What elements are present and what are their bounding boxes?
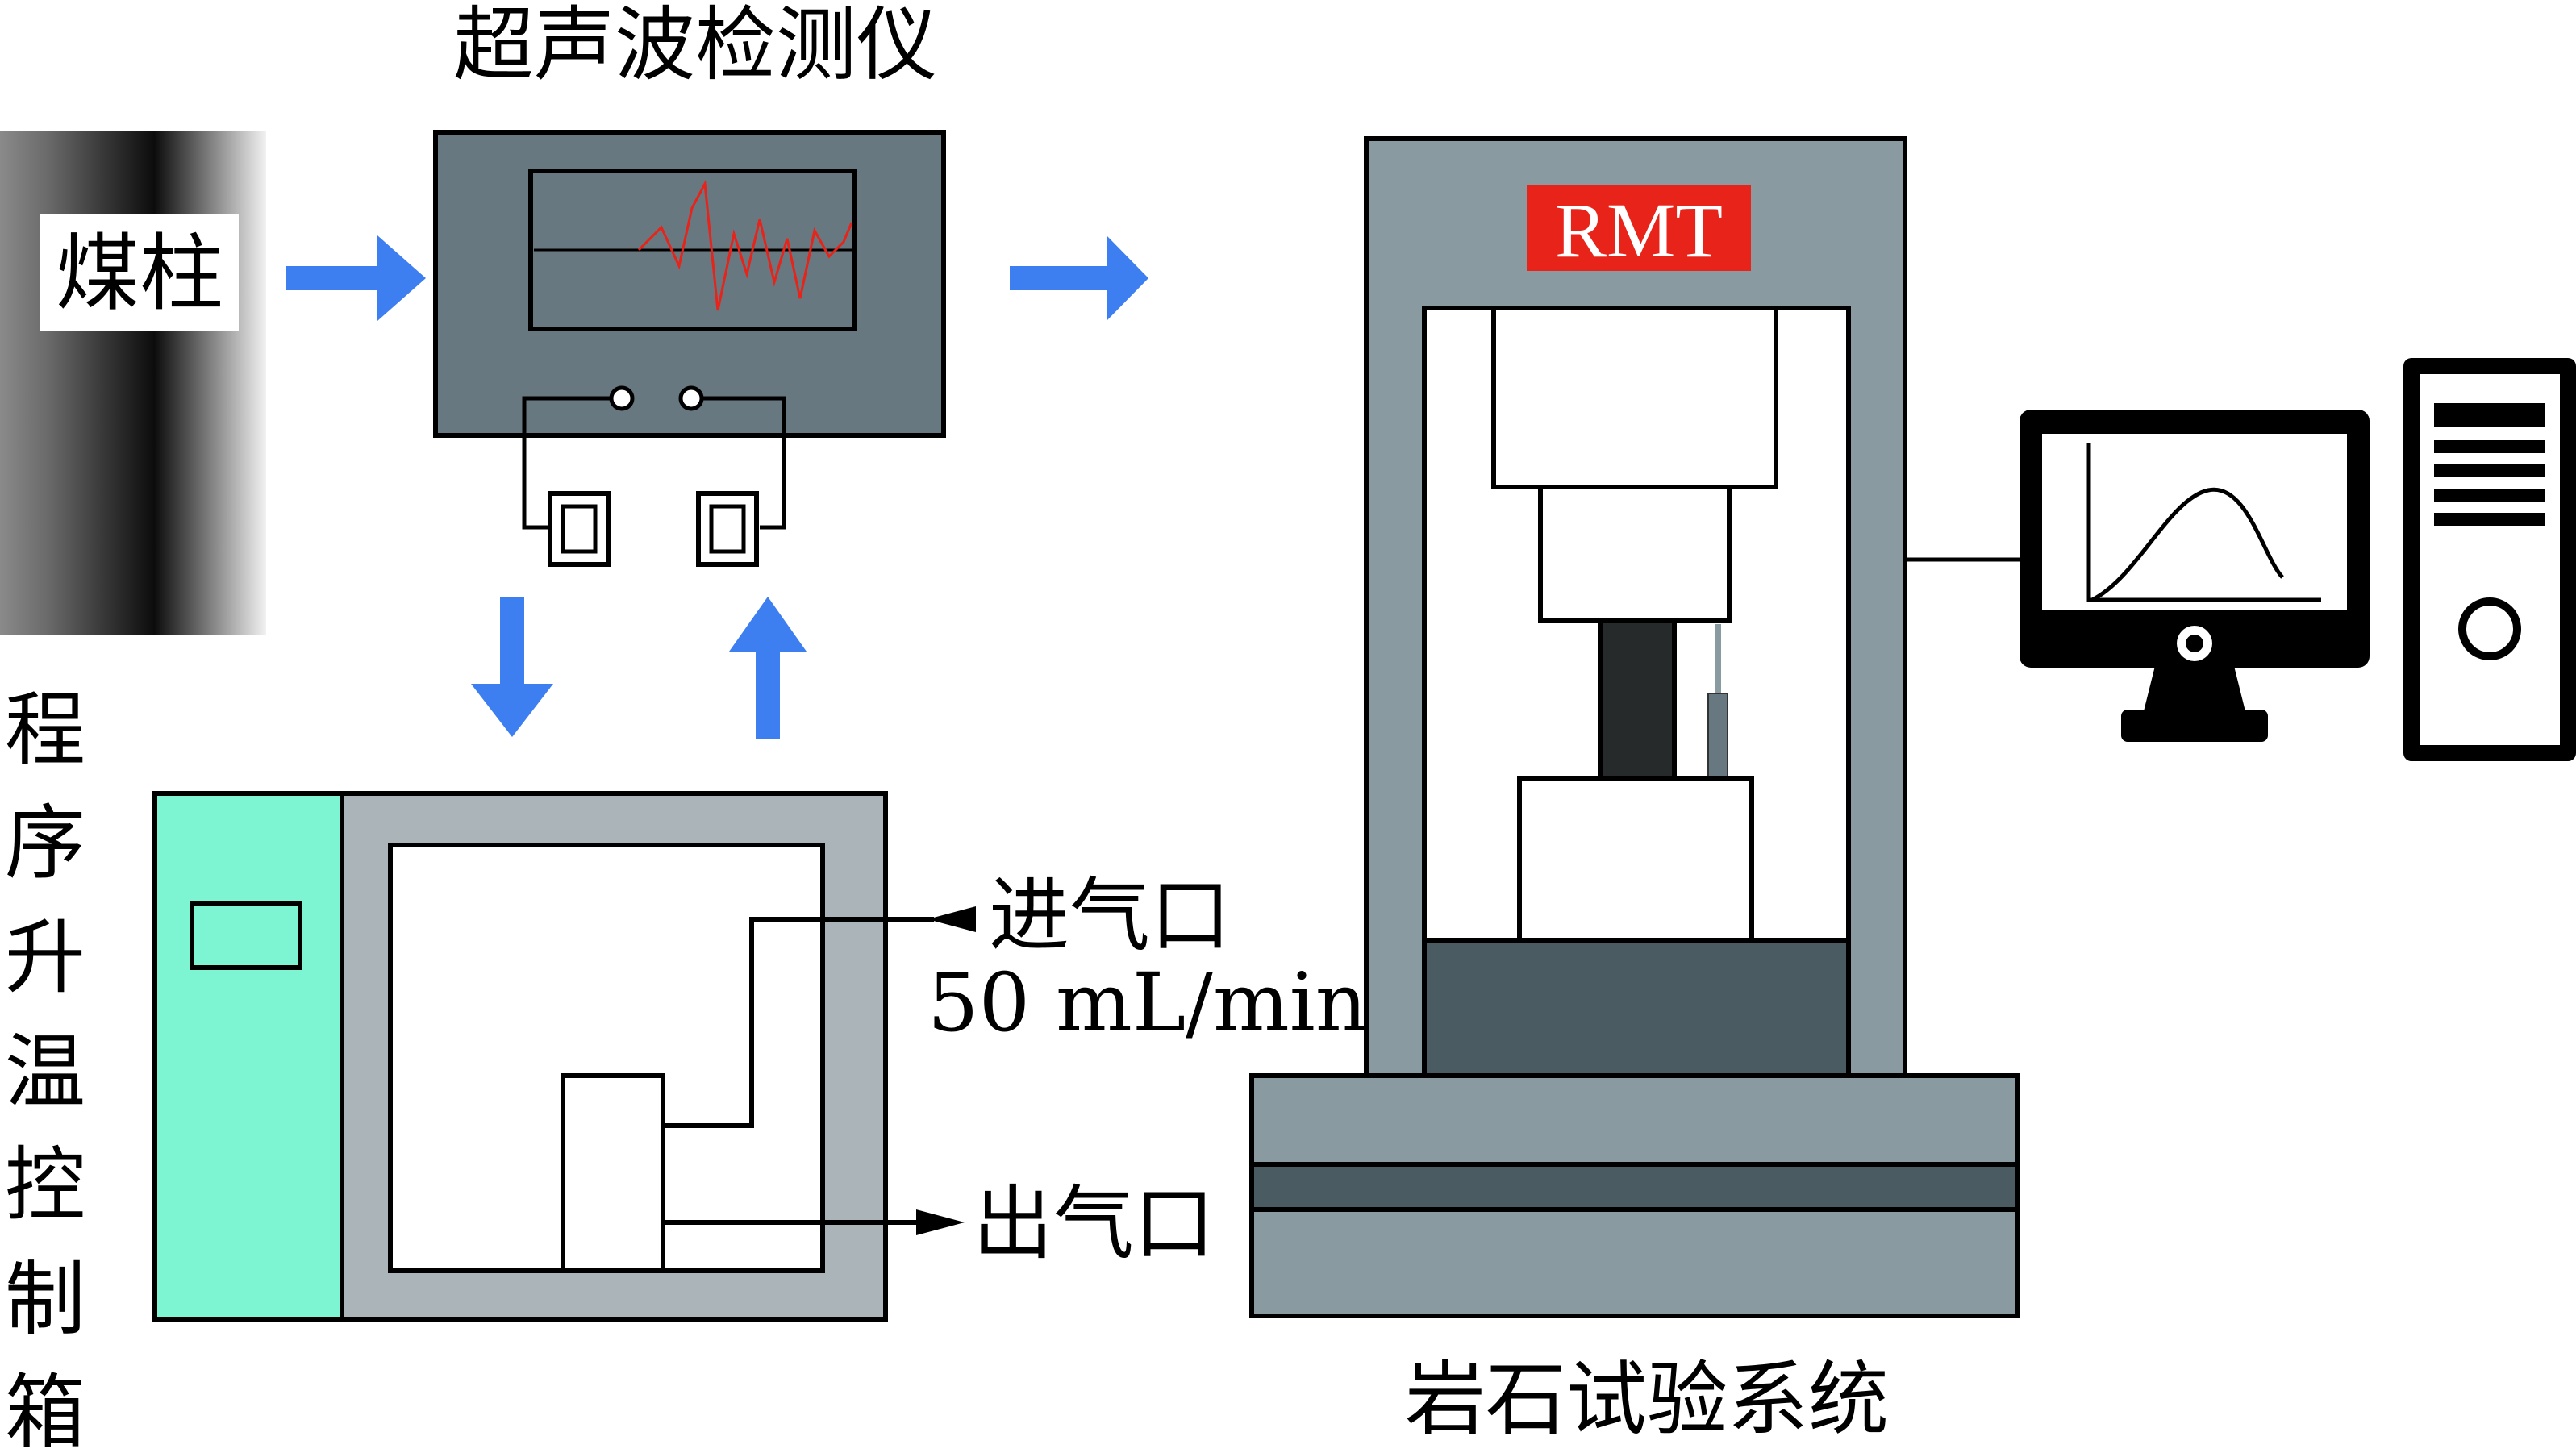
vertical-label-char: 箱 [5,1365,85,1453]
displacement-sensor [1707,693,1728,781]
gas-inlet-label: 进气口 [989,868,1231,963]
vertical-label-char: 升 [5,910,85,1005]
sample-holder [561,1073,665,1273]
arrow-up-icon [729,597,807,739]
vertical-label-char: 序 [5,796,85,890]
vertical-label-char: 温 [5,1025,85,1119]
rmt-label: RMT [1555,187,1723,273]
control-display [190,901,302,970]
arrow-right-icon [1010,235,1148,321]
loading-base [1422,938,1851,1078]
detector-port-left [609,385,635,411]
gas-inlet-line [663,917,934,1128]
lower-platen [1517,776,1754,943]
curve-chart-icon [2086,443,2321,602]
vertical-label-char: 程 [5,683,85,777]
computer-tower-icon [2403,358,2576,761]
arrow-down-icon [471,597,553,737]
gas-outlet-label: 出气口 [973,1176,1215,1271]
vertical-label-char: 制 [5,1252,85,1347]
transducer-right [696,491,759,567]
rock-test-machine: RMT [1249,136,2020,1318]
monitor-icon [2020,410,2370,742]
transducer-left [548,491,611,567]
rock-test-system-label: 岩石试验系统 [1405,1352,1889,1447]
upper-platen [1538,485,1732,623]
temperature-control-box-label: 程 序 升 温 控 制 箱 [5,683,85,1453]
vertical-label-char: 控 [5,1138,85,1232]
machine-base-band [1249,1162,2020,1212]
coal-column-label: 煤柱 [56,224,223,323]
waveform [637,179,853,311]
rmt-badge [1527,185,1751,271]
flow-rate-label: 50 mL/min [927,955,1367,1050]
temperature-control-box [152,791,976,1322]
arrow-right-icon [286,235,426,321]
ultrasonic-detector-label: 超声波检测仪 [453,0,937,92]
coal-column: 煤柱 [0,131,266,635]
detector-port-right [678,385,704,411]
rock-specimen [1598,618,1677,781]
ultrasonic-detector [433,130,946,567]
upper-crosshead [1491,306,1778,489]
